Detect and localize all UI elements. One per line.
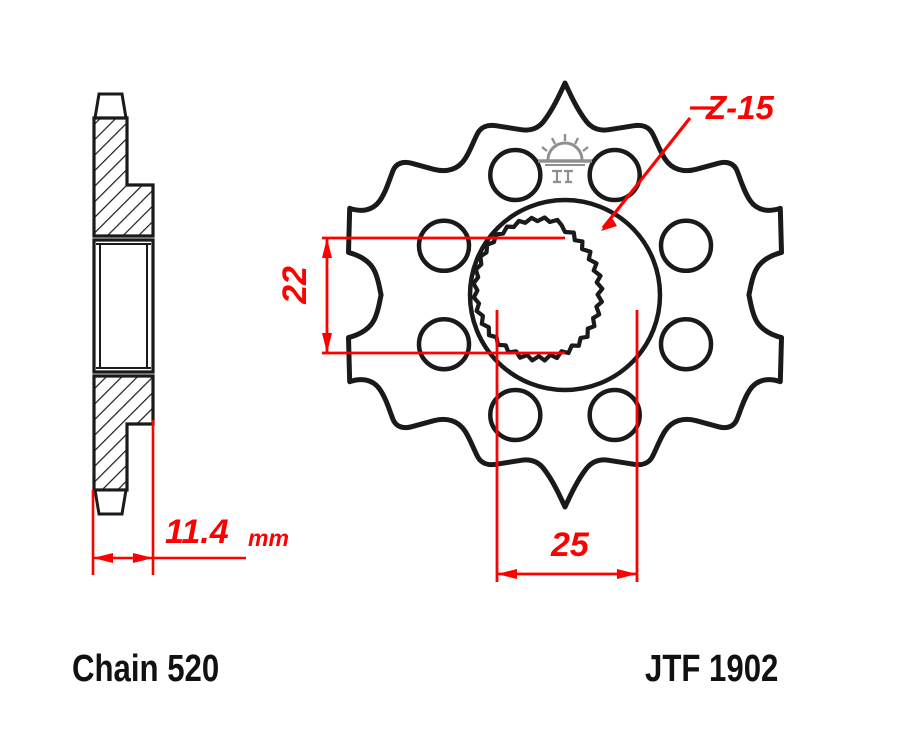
thickness-dimension-label: 11.4 <box>165 513 229 551</box>
side-tooth-tip-upper <box>93 92 128 120</box>
logo-ray <box>573 137 580 145</box>
teeth-count-callout-label: Z-15 <box>706 89 774 126</box>
logo-jt-mark <box>552 169 573 184</box>
lightening-hole <box>488 147 543 203</box>
hub-boss-circle <box>467 197 663 393</box>
arrowhead-bore-top <box>322 238 332 258</box>
dimension-hub <box>495 310 639 582</box>
arrowhead-hub-right <box>617 569 637 579</box>
part-number-label: JTF 1902 <box>645 648 779 690</box>
front-sprocket-view <box>346 80 784 510</box>
lightening-hole <box>658 316 714 372</box>
arrowhead-hub-left <box>497 569 517 579</box>
lightening-hole <box>488 387 543 443</box>
chain-size-label: Chain 520 <box>72 648 220 690</box>
logo-ray <box>582 146 589 152</box>
arrowhead-thickness-left <box>93 553 113 563</box>
lightening-hole <box>416 218 472 274</box>
side-bore-channel <box>92 238 155 374</box>
leader-teeth-callout <box>601 106 714 231</box>
thickness-unit-label: mm <box>248 525 289 551</box>
logo-ray <box>541 146 548 152</box>
logo-sun-arc <box>546 141 584 161</box>
arrowhead-bore-bottom <box>322 333 332 353</box>
leader-line-teeth <box>601 117 692 229</box>
side-tooth-tip-lower <box>93 488 128 516</box>
jt-sunrise-logo <box>538 134 592 184</box>
arrowhead-thickness-right <box>133 553 153 563</box>
lightening-holes <box>416 147 714 443</box>
logo-ray <box>550 137 557 145</box>
side-body-upper <box>92 116 155 238</box>
lightening-hole <box>658 218 714 274</box>
lightening-hole <box>587 387 642 443</box>
arrowhead-teeth <box>601 216 617 231</box>
dimension-bore <box>322 236 565 355</box>
lightening-hole <box>416 316 472 372</box>
hub-dimension-label: 25 <box>551 526 589 564</box>
bore-dimension-label: 22 <box>275 266 314 304</box>
side-section-view <box>92 92 155 516</box>
dimension-thickness <box>91 420 246 575</box>
side-body-lower <box>92 374 155 492</box>
lightening-hole <box>587 147 642 203</box>
